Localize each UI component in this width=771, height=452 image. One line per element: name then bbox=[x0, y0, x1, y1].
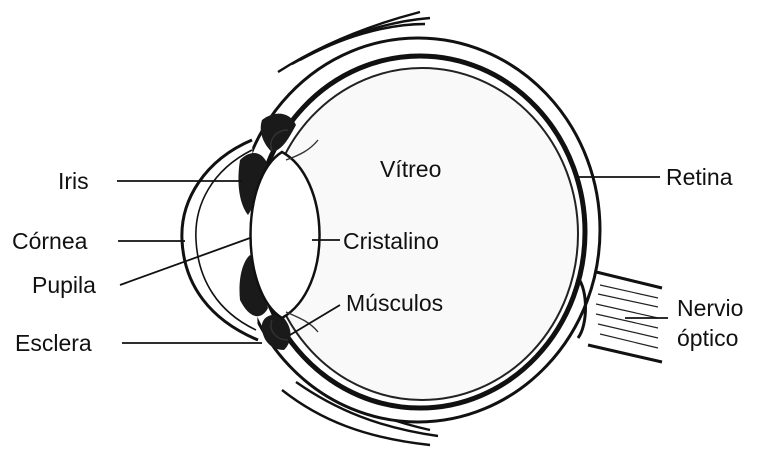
optic-nerve-drawing bbox=[588, 270, 662, 362]
label-iris: Iris bbox=[58, 168, 89, 194]
label-pupila: Pupila bbox=[32, 272, 96, 298]
label-retina: Retina bbox=[666, 164, 732, 190]
label-vitreo: Vítreo bbox=[380, 156, 441, 182]
label-nervio: Nervio bbox=[677, 295, 743, 321]
label-optico: óptico bbox=[677, 325, 738, 351]
label-cornea: Córnea bbox=[12, 228, 87, 254]
label-cristalino: Cristalino bbox=[343, 228, 439, 254]
label-musculos: Músculos bbox=[346, 290, 443, 316]
label-esclera: Esclera bbox=[15, 330, 92, 356]
